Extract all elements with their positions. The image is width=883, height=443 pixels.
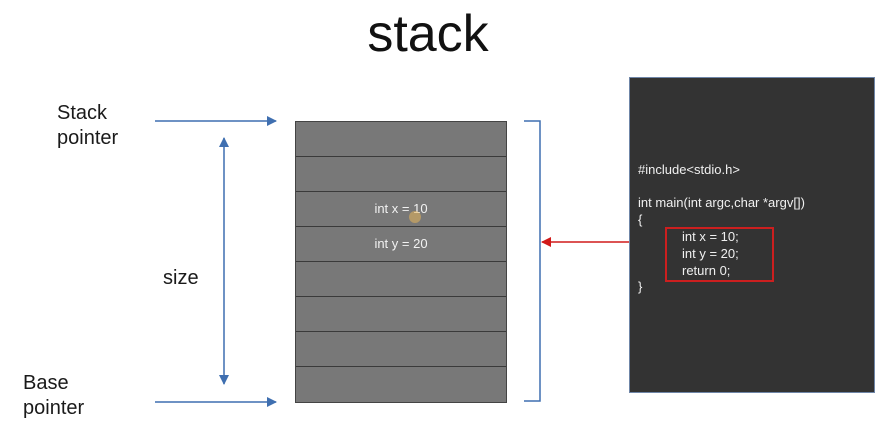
size-label: size	[163, 267, 199, 289]
code-highlight-box	[665, 227, 774, 282]
stack-slot	[296, 157, 506, 192]
stack-slot	[296, 367, 506, 401]
slide-title: stack	[367, 5, 489, 63]
code-line-int-x: int x = 10;	[682, 229, 739, 244]
stack-slot-x: int x = 10	[296, 192, 506, 227]
stack-memory-block: int x = 10 int y = 20	[295, 121, 507, 403]
stack-pointer-label-line-1: Stack	[57, 102, 108, 124]
code-panel: #include<stdio.h> int main(int argc,char…	[629, 77, 875, 393]
stack-pointer-label-line-2: pointer	[57, 127, 119, 149]
stack-slot	[296, 297, 506, 332]
base-pointer-label: Base pointer	[23, 371, 84, 421]
stack-slot-y: int y = 20	[296, 227, 506, 262]
stack-slot	[296, 122, 506, 157]
stack-slot	[296, 332, 506, 367]
cursor-icon	[409, 211, 421, 223]
code-line-return: return 0;	[682, 263, 731, 278]
code-line-main: int main(int argc,char *argv[])	[638, 195, 805, 210]
code-line-int-y: int y = 20;	[682, 246, 739, 261]
code-line-open-brace: {	[638, 212, 643, 227]
stack-frame-bracket	[524, 120, 541, 402]
stack-slot	[296, 262, 506, 297]
code-line-include: #include<stdio.h>	[638, 162, 740, 177]
stack-pointer-label: Stack pointer	[57, 101, 118, 151]
code-line-close-brace: }	[638, 279, 643, 294]
base-pointer-label-line-2: pointer	[23, 397, 85, 419]
base-pointer-label-line-1: Base	[23, 372, 69, 394]
